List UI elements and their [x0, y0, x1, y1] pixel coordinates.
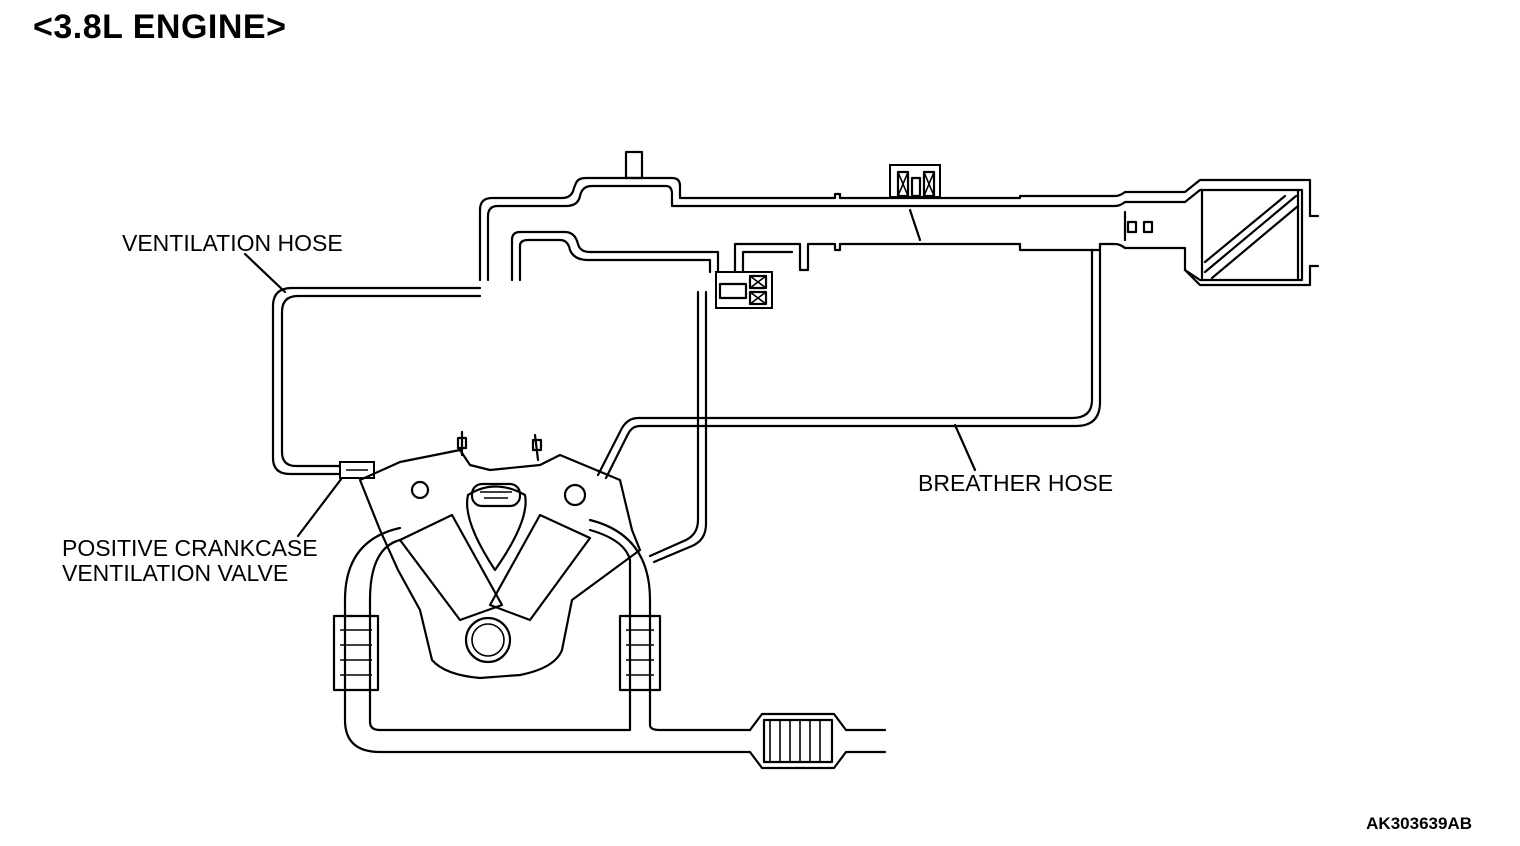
ventilation-hose [271, 286, 482, 479]
ventilation-hose-label: VENTILATION HOSE [122, 230, 343, 256]
pcv-label-line1: POSITIVE CRANKCASE [62, 535, 318, 561]
engine-block [358, 430, 642, 680]
pcv-connector-box [715, 271, 773, 309]
intake-duct [478, 150, 1320, 287]
page-title: <3.8L ENGINE> [33, 8, 287, 46]
breather-hose [596, 248, 1102, 564]
leader-lines [243, 252, 977, 538]
reference-code: AK303639AB [1366, 814, 1472, 833]
exhaust-system [332, 518, 887, 770]
pcv-label-line2: VENTILATION VALVE [62, 560, 289, 586]
breather-hose-label: BREATHER HOSE [918, 470, 1114, 496]
